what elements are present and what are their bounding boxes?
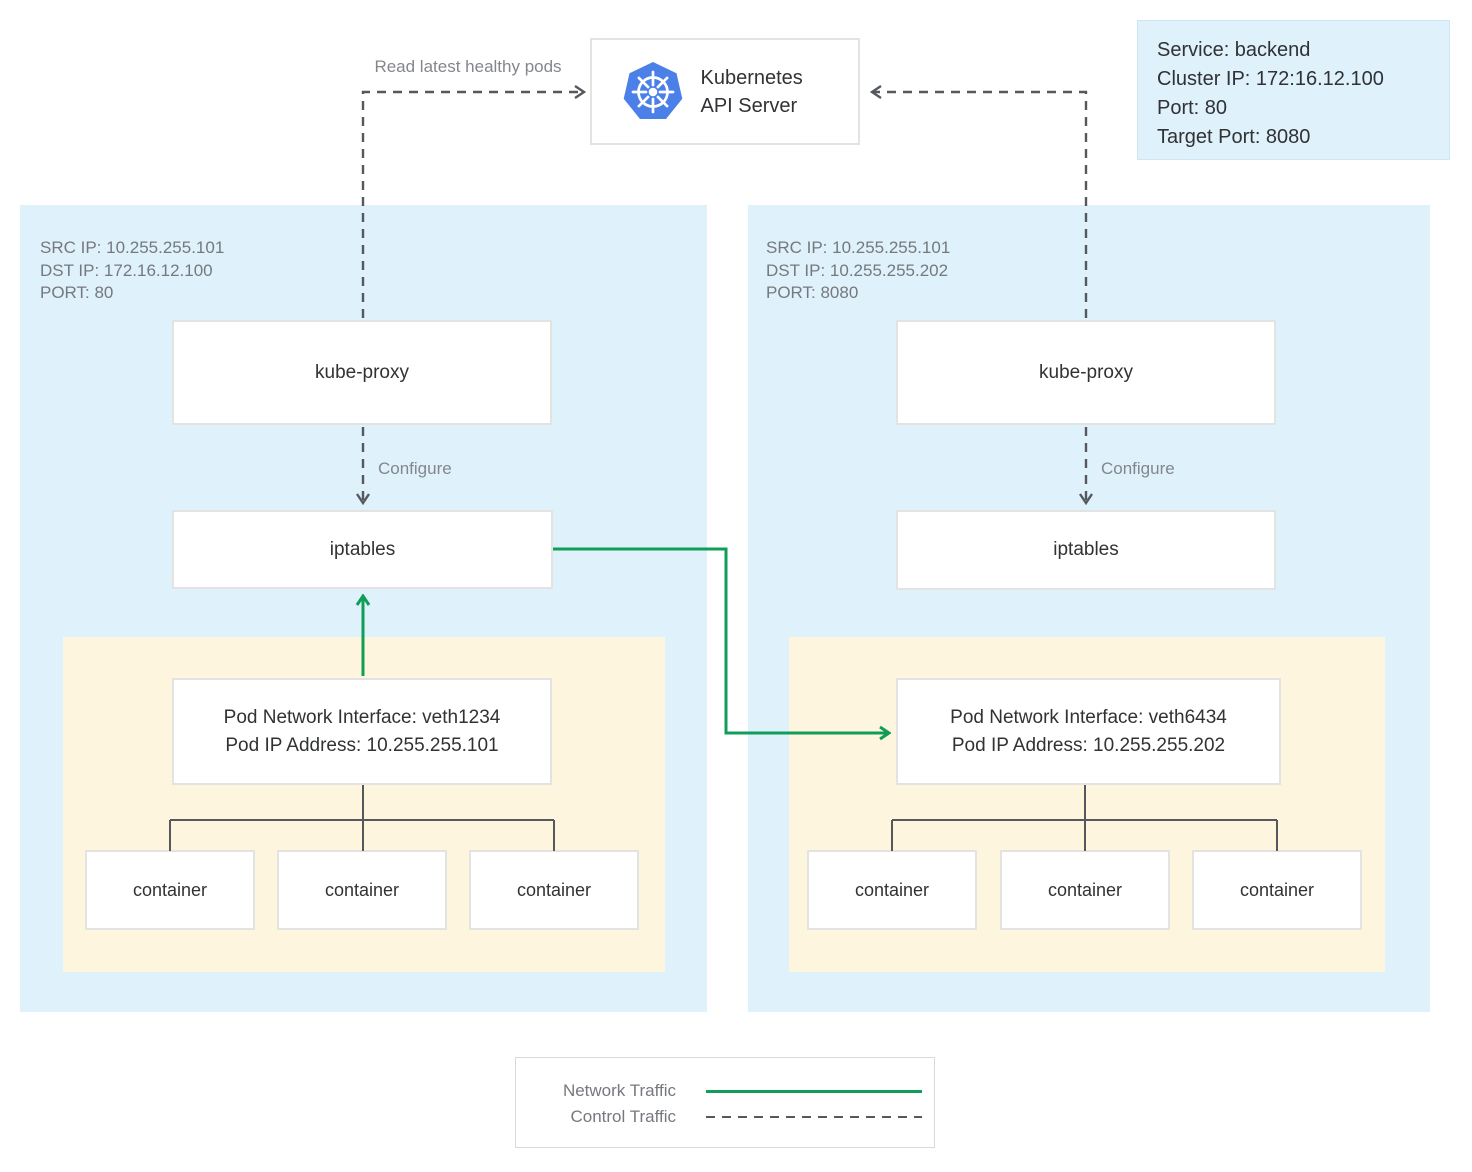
container-box: container	[1192, 850, 1362, 930]
iptables-box-left: iptables	[172, 510, 553, 589]
target-port-line: Target Port: 8080	[1157, 126, 1311, 148]
container-label: container	[132, 879, 208, 900]
node-right-header: SRC IP: 10.255.255.101 DST IP: 10.255.25…	[766, 237, 950, 305]
container-label: container	[324, 879, 400, 900]
pod-network-interface-line: Pod Network Interface: veth6434	[950, 707, 1227, 728]
pod-interface-box-right: Pod Network Interface: veth6434 Pod IP A…	[896, 678, 1281, 785]
api-server-label: Kubernetes API Server	[700, 66, 803, 117]
src-ip-label: SRC IP: 10.255.255.101	[766, 238, 951, 257]
configure-label-right: Configure	[1101, 459, 1175, 478]
port-label: PORT: 80	[40, 283, 114, 302]
dst-ip-label: DST IP: 10.255.255.202	[766, 260, 949, 280]
container-box: container	[277, 850, 447, 930]
legend-network-traffic-line	[706, 1089, 922, 1093]
api-server-box: Kubernetes API Server	[590, 38, 860, 145]
container-label: container	[1047, 879, 1123, 900]
pod-interface-box-left: Pod Network Interface: veth1234 Pod IP A…	[172, 678, 552, 785]
cluster-ip-line: Cluster IP: 172:16.12.100	[1157, 68, 1384, 90]
dst-ip-label: DST IP: 172.16.12.100	[40, 260, 213, 280]
legend-row-network: Network Traffic	[536, 1078, 934, 1104]
legend-label-control: Control Traffic	[570, 1107, 676, 1126]
node-left-header: SRC IP: 10.255.255.101 DST IP: 172.16.12…	[40, 237, 224, 305]
service-name-line: Service: backend	[1157, 39, 1311, 61]
src-ip-label: SRC IP: 10.255.255.101	[40, 238, 225, 257]
container-box: container	[807, 850, 977, 930]
kube-proxy-label: kube-proxy	[1039, 361, 1133, 383]
pod-network-interface-line: Pod Network Interface: veth1234	[223, 707, 501, 728]
legend-box: Network Traffic Control Traffic	[515, 1057, 935, 1148]
container-label: container	[516, 879, 592, 900]
iptables-label: iptables	[329, 538, 396, 560]
iptables-label: iptables	[1053, 539, 1119, 560]
kube-proxy-label: kube-proxy	[315, 361, 409, 383]
container-label: container	[1239, 879, 1315, 900]
legend-label-network: Network Traffic	[562, 1081, 676, 1100]
pod-ip-address-line: Pod IP Address: 10.255.255.101	[225, 734, 499, 756]
kubernetes-logo-icon	[623, 61, 682, 119]
port-line: Port: 80	[1157, 97, 1228, 119]
legend-control-traffic-line	[706, 1115, 922, 1119]
configure-label-left: Configure	[378, 459, 452, 478]
container-box: container	[1000, 850, 1170, 930]
port-label: PORT: 8080	[766, 283, 859, 302]
pod-ip-address-line: Pod IP Address: 10.255.255.202	[951, 734, 1226, 756]
legend-row-control: Control Traffic	[536, 1104, 934, 1130]
kube-proxy-box-left: kube-proxy	[172, 320, 552, 425]
kube-proxy-box-right: kube-proxy	[896, 320, 1276, 425]
read-latest-healthy-pods-label: Read latest healthy pods	[374, 57, 562, 76]
service-info-box: Service: backend Cluster IP: 172:16.12.1…	[1137, 20, 1450, 160]
container-box: container	[469, 850, 639, 930]
container-box: container	[85, 850, 255, 930]
container-label: container	[854, 879, 930, 900]
iptables-box-right: iptables	[896, 510, 1276, 590]
